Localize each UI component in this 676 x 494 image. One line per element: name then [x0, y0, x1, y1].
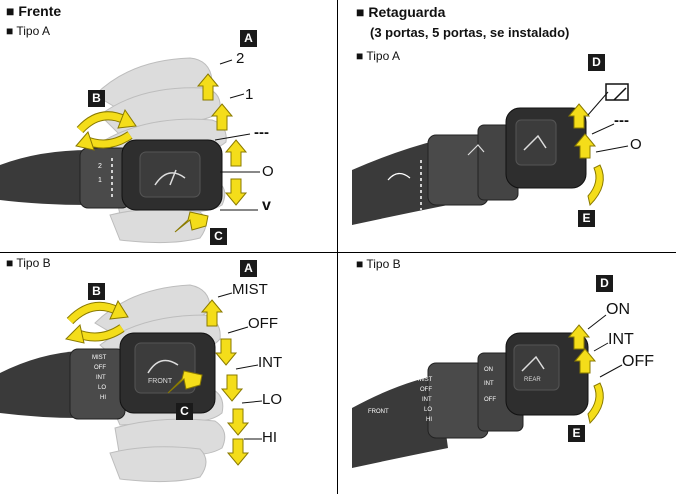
front-b-pos-int: INT — [258, 354, 283, 371]
badge-b: B — [88, 90, 105, 107]
front-a-pos-o: O — [262, 163, 274, 180]
front-b-pos-lo: LO — [262, 391, 283, 408]
rear-b-switch-on: ON — [484, 367, 493, 373]
front-type-a-illustration: 2 1 — [0, 57, 260, 244]
front-type-b-illustration: FRONT MIST OFF INT LO HI — [0, 284, 263, 483]
badge-a: A — [240, 260, 257, 277]
rear-b-switch-mist: MIST — [418, 377, 433, 383]
badge-a: A — [240, 30, 257, 47]
rear-b-pos-off: OFF — [622, 353, 654, 370]
rear-b-switch-int2: INT — [484, 381, 494, 387]
rear-type-a-heading: ■ Tipo A — [356, 49, 400, 63]
front-a-pos-2: 2 — [236, 50, 245, 67]
rear-a-pos-dash: --- — [614, 112, 629, 129]
rear-heading: ■ Retaguarda — [356, 4, 446, 20]
front-a-pos-1: 1 — [245, 86, 254, 103]
front-a-pos-dash: --- — [254, 124, 269, 141]
rear-b-switch-front: FRONT — [368, 409, 389, 415]
lever-stalk — [0, 150, 90, 205]
front-b-switch-off: OFF — [94, 365, 106, 371]
svg-text:1: 1 — [98, 177, 102, 184]
rear-b-switch-int: INT — [422, 397, 432, 403]
rear-type-b-heading: ■ Tipo B — [356, 257, 401, 271]
badge-d: D — [588, 54, 605, 71]
front-b-pos-mist: MIST — [232, 281, 268, 298]
horizontal-divider — [0, 252, 676, 253]
svg-text:2: 2 — [98, 163, 102, 170]
badge-c: C — [210, 228, 227, 245]
rear-b-switch-hi: HI — [426, 417, 432, 423]
front-type-a-heading: ■ Tipo A — [6, 24, 50, 38]
badge-e: E — [578, 210, 595, 227]
front-b-switch-front: FRONT — [148, 378, 173, 385]
rear-type-a-panel: ■ Retaguarda (3 portas, 5 portas, se ins… — [338, 0, 676, 252]
rear-b-switch-off2: OFF — [484, 397, 496, 403]
rear-b-switch-rear: REAR — [524, 377, 541, 383]
front-heading: ■ Frente — [6, 3, 62, 19]
front-b-pos-off: OFF — [248, 315, 278, 332]
badge-c: C — [176, 403, 193, 420]
rear-subheading: (3 portas, 5 portas, se instalado) — [370, 25, 570, 40]
front-b-switch-hi: HI — [100, 395, 106, 401]
rear-type-b-illustration: REAR MIST OFF INT LO HI FRONT ON INT OFF — [352, 314, 623, 468]
rear-type-a-illustration — [352, 83, 629, 225]
badge-d: D — [596, 275, 613, 292]
front-b-switch-int: INT — [96, 375, 106, 381]
rear-b-pos-on: ON — [606, 301, 630, 318]
front-b-switch-mist: MIST — [92, 355, 107, 361]
front-type-b-heading: ■ Tipo B — [6, 256, 51, 270]
rear-b-switch-off: OFF — [420, 387, 432, 393]
front-b-switch-lo: LO — [98, 385, 106, 391]
rear-type-b-panel: ■ Tipo B REAR MIST OFF INT LO HI FRONT O… — [338, 253, 676, 494]
rear-a-pos-o: O — [630, 136, 642, 153]
front-type-b-panel: ■ Tipo B FRONT MIST OFF INT LO HI — [0, 253, 337, 494]
badge-b: B — [88, 283, 105, 300]
rear-b-switch-lo: LO — [424, 407, 432, 413]
front-type-a-panel: ■ Frente ■ Tipo A 2 1 — [0, 0, 337, 252]
front-b-pos-hi: HI — [262, 429, 277, 446]
badge-e: E — [568, 425, 585, 442]
rear-b-pos-int: INT — [608, 331, 634, 348]
vertical-divider — [337, 0, 338, 494]
front-a-pos-v: v — [262, 197, 271, 214]
